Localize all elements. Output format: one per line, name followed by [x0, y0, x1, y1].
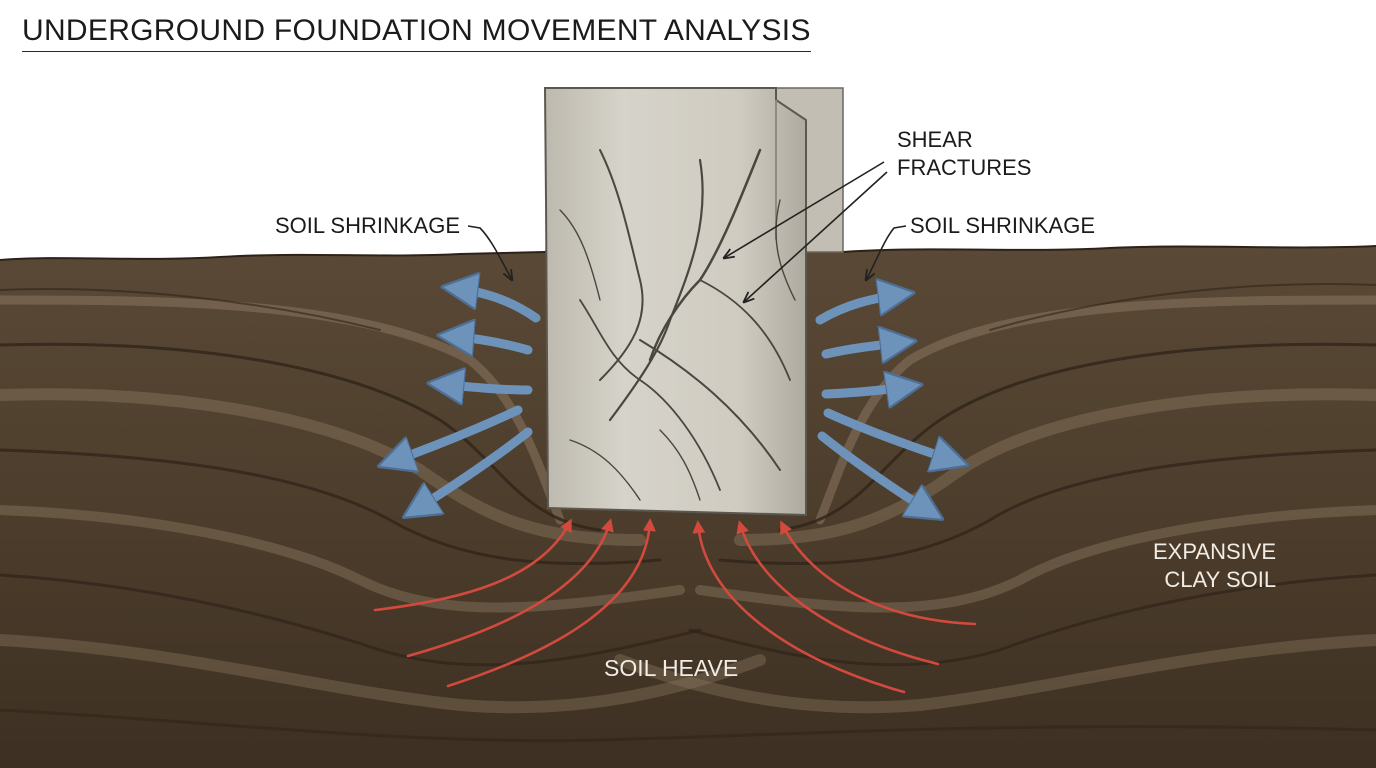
outward-arrow-icon — [388, 405, 523, 463]
label-soil-heave: SOIL HEAVE — [604, 655, 739, 681]
leader-line-shear-fractures-2 — [744, 171, 888, 302]
upward-curved-arrow-icon — [692, 520, 906, 694]
soil-heave-arrows — [373, 518, 977, 694]
label-expansive-clay-line1: EXPANSIVE — [1153, 539, 1277, 564]
leader-line-soil-shrinkage-left — [467, 225, 512, 280]
label-shear-fractures-line2: FRACTURES — [897, 155, 1032, 180]
page-title: UNDERGROUND FOUNDATION MOVEMENT ANALYSIS — [22, 14, 811, 52]
label-shear-fractures: SHEAR FRACTURES — [897, 126, 1031, 182]
upward-curved-arrow-icon — [406, 518, 614, 658]
outward-arrow-icon — [438, 384, 533, 390]
label-shear-fractures-line1: SHEAR — [897, 127, 973, 152]
label-expansive-clay-line2: CLAY SOIL — [1164, 567, 1277, 592]
concrete-pier — [543, 87, 844, 517]
upward-curved-arrow-icon — [373, 518, 572, 612]
soil-shrinkage-arrows — [388, 288, 958, 514]
upward-curved-arrow-icon — [780, 520, 977, 626]
leader-line-soil-shrinkage-right — [866, 225, 907, 280]
outward-arrow-icon — [412, 427, 533, 512]
label-soil-shrinkage-right: SOIL SHRINKAGE — [910, 213, 1096, 238]
outward-arrow-icon — [821, 386, 912, 394]
outward-arrow-icon — [821, 342, 906, 354]
outward-arrow-icon — [448, 336, 533, 350]
ground-surface-line — [0, 245, 1376, 261]
outward-arrow-icon — [817, 431, 934, 514]
leader-line-shear-fractures-1 — [724, 161, 885, 258]
upward-curved-arrow-icon — [446, 518, 656, 688]
label-expansive-clay-soil: EXPANSIVE CLAY SOIL — [1153, 538, 1276, 594]
leader-lines — [467, 161, 907, 302]
upward-curved-arrow-icon — [736, 520, 940, 666]
outward-arrow-icon — [823, 408, 958, 462]
shear-fracture-cracks — [559, 148, 796, 501]
label-soil-shrinkage-left: SOIL SHRINKAGE — [275, 213, 461, 238]
outward-arrow-icon — [815, 294, 904, 325]
outward-arrow-icon — [452, 288, 541, 323]
